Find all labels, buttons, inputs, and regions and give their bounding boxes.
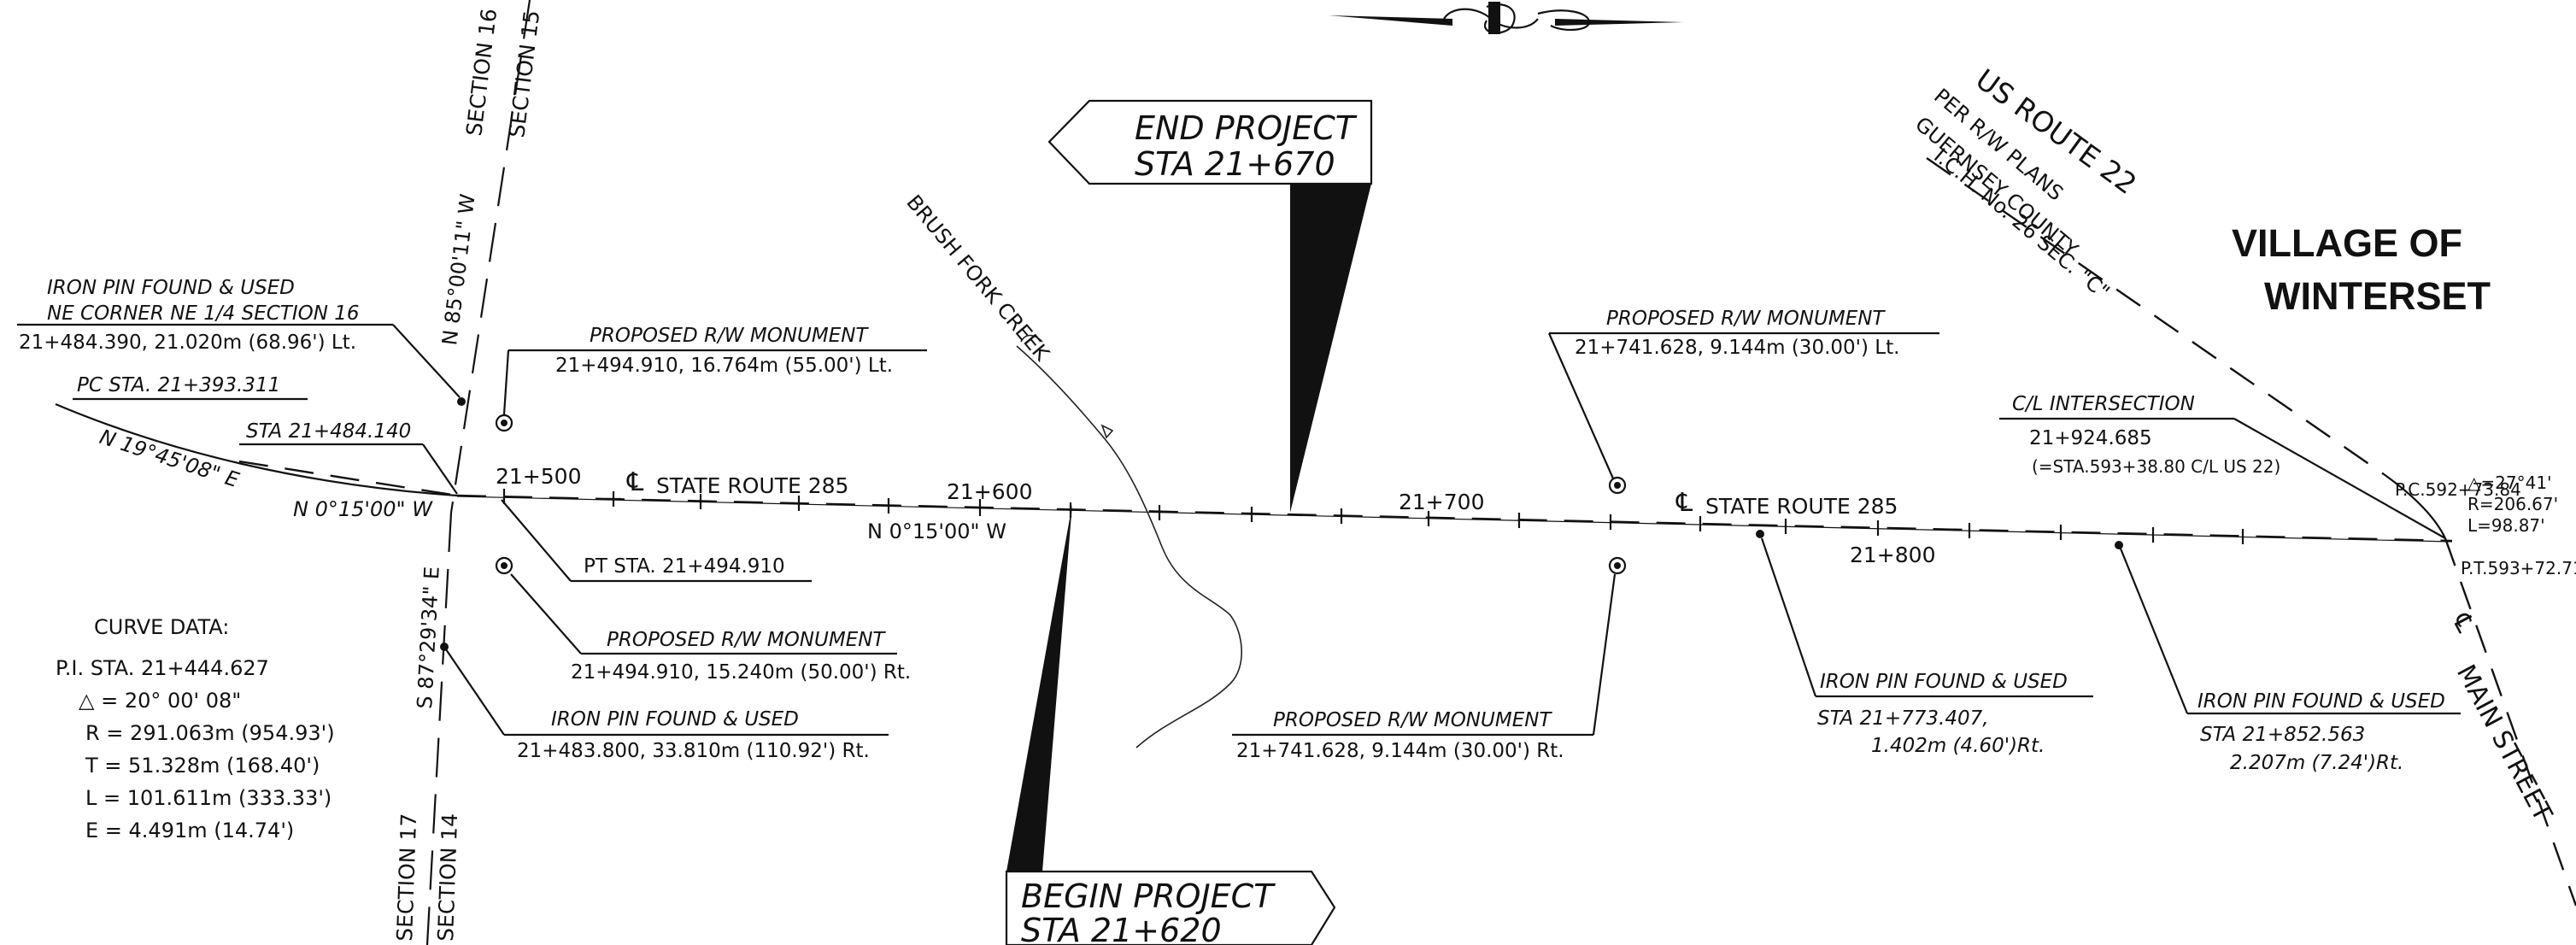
iron-pin-852-station: STA 21+852.563 (2200, 724, 2365, 746)
curve-data-pi: P.I. STA. 21+444.627 (56, 656, 269, 680)
iron-pin-483-title: IRON PIN FOUND & USED (551, 708, 799, 731)
begin-project-flag (1005, 504, 1336, 945)
village-label-line-2: WINTERSET (2264, 274, 2491, 318)
begin-project-title: BEGIN PROJECT (1021, 878, 1276, 915)
rw-monument-4-coords: 21+741.628, 9.144m (30.00') Rt. (1236, 740, 1564, 762)
rw-monument-3-coords: 21+741.628, 9.144m (30.00') Lt. (1575, 337, 1899, 359)
end-project-flag (1047, 99, 1373, 513)
curve-data-length: L = 101.611m (333.33') (85, 786, 332, 810)
iron-pin-ne-coords: 21+484.390, 21.020m (68.96') Lt. (19, 332, 356, 354)
cl-symbol-left: ℄ (626, 467, 643, 497)
begin-project-station: STA 21+620 (1021, 912, 1222, 945)
us-route-22-line (1926, 157, 2576, 907)
route-label-left: STATE ROUTE 285 (656, 473, 848, 498)
section-lines (425, 0, 531, 945)
section-15-label: SECTION 15 (504, 9, 544, 138)
brush-fork-creek (1016, 334, 1242, 748)
section-16-label: SECTION 16 (461, 7, 502, 137)
iron-pin-773-title: IRON PIN FOUND & USED (1820, 671, 2068, 693)
end-project-station: STA 21+670 (1135, 145, 1335, 183)
rw-monument-2-title: PROPOSED R/W MONUMENT (607, 629, 886, 651)
south-section-line-bearing: S 87°29'34" E (413, 566, 444, 709)
curve-data-delta: △ = 20° 00' 08" (79, 689, 241, 713)
iron-pin-483-coords: 21+483.800, 33.810m (110.92') Rt. (517, 740, 870, 762)
iron-pin-ne-corner: NE CORNER NE 1/4 SECTION 16 (47, 302, 360, 325)
cl-intersection-equation: (=STA.593+38.80 C/L US 22) (2032, 456, 2280, 477)
section-17-label: SECTION 17 (392, 813, 421, 942)
station-21-800: 21+800 (1850, 543, 1935, 567)
north-section-line-bearing: N 85°00'11" W (437, 192, 480, 346)
route-label-right: STATE ROUTE 285 (1705, 494, 1898, 519)
station-21-600: 21+600 (947, 479, 1032, 504)
curve-data-external: E = 4.491m (14.74') (85, 819, 294, 842)
leader-lines (17, 323, 2461, 737)
main-street-cl-symbol: ℄ (2445, 608, 2479, 637)
rw-monument-4-title: PROPOSED R/W MONUMENT (1273, 709, 1552, 731)
iron-pin-773-offset: 1.402m (4.60')Rt. (1871, 735, 2045, 757)
iron-pin-852-offset: 2.207m (7.24')Rt. (2230, 752, 2403, 774)
iron-pin-773-station: STA 21+773.407, (1817, 707, 1989, 730)
rw-monument-1-coords: 21+494.910, 16.764m (55.00') Lt. (555, 355, 893, 377)
end-project-title: END PROJECT (1135, 109, 1358, 147)
monument-markers (440, 397, 2123, 651)
station-21-500: 21+500 (496, 464, 581, 489)
us22-curve-length: L=98.87' (2467, 515, 2545, 536)
curve-data-tangent: T = 51.328m (168.40') (85, 754, 320, 778)
village-label-line-1: VILLAGE OF (2232, 221, 2462, 265)
us22-pc-label: P.C.592+73.84 (2395, 479, 2521, 500)
iron-pin-ne-title: IRON PIN FOUND & USED (47, 277, 295, 299)
cl-intersection-station: 21+924.685 (2029, 427, 2152, 449)
rw-monument-1-title: PROPOSED R/W MONUMENT (590, 325, 869, 347)
sta-484-label: STA 21+484.140 (246, 420, 411, 443)
cl-mid-bearing: N 0°15'00" W (867, 519, 1006, 543)
pc-station-label: PC STA. 21+393.311 (77, 374, 280, 396)
rw-monument-2-coords: 21+494.910, 15.240m (50.00') Rt. (571, 661, 911, 684)
station-21-700: 21+700 (1399, 490, 1484, 514)
us22-pt-label: P.T.593+72.71 (2461, 558, 2576, 578)
station-ticks (502, 489, 2244, 544)
north-arrow-ornament-icon (1329, 2, 1683, 34)
pt-station-label: PT STA. 21+494.910 (584, 555, 785, 578)
cl-west-bearing: N 0°15'00" W (293, 497, 433, 521)
section-14-label: SECTION 14 (433, 813, 462, 942)
us22-curve-delta: △=27°41' (2467, 472, 2552, 493)
main-street-label: MAIN STREET (2450, 660, 2558, 826)
rw-monument-3-title: PROPOSED R/W MONUMENT (1606, 308, 1886, 330)
iron-pin-852-title: IRON PIN FOUND & USED (2198, 690, 2445, 713)
creek-label: BRUSH FORK CREEK (901, 191, 1054, 367)
cl-intersection-title: C/L INTERSECTION (2012, 393, 2195, 415)
curve-data-title: CURVE DATA: (94, 615, 229, 639)
curve-data-radius: R = 291.063m (954.93') (85, 721, 335, 745)
curve-data-table: CURVE DATA: P.I. STA. 21+444.627 △ = 20°… (56, 615, 335, 842)
cl-symbol-right: ℄ (1675, 488, 1693, 518)
state-route-285-centerline (55, 402, 2453, 543)
us22-curve-radius: R=206.67' (2467, 494, 2558, 514)
